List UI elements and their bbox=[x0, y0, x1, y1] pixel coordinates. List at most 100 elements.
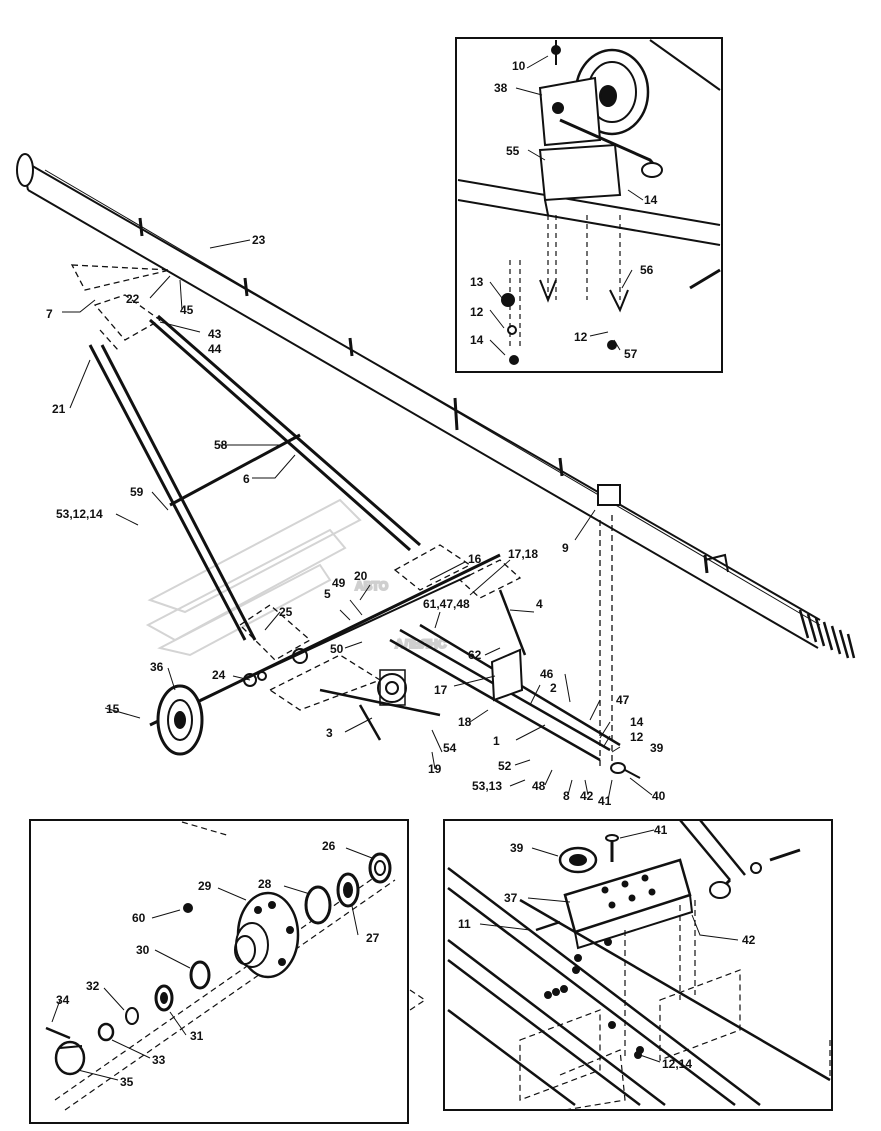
callout-hub: 34 bbox=[56, 993, 70, 1007]
callout-main: 24 bbox=[212, 668, 226, 682]
callout-main: 44 bbox=[208, 342, 222, 356]
auger-assembly bbox=[16, 153, 856, 779]
callout-main: 15 bbox=[106, 702, 120, 716]
callout-main: 54 bbox=[443, 741, 457, 755]
leader-lines-winch bbox=[489, 55, 644, 356]
mount-bracket bbox=[490, 648, 524, 702]
wheel bbox=[156, 684, 204, 756]
callouts-hub: 26 29 28 60 27 30 32 34 31 33 35 bbox=[56, 839, 380, 1089]
callouts-main: 23 22 45 7 43 44 21 58 6 59 53,12,14 9 1… bbox=[46, 233, 666, 808]
washer-32 bbox=[125, 1007, 139, 1025]
callout-main: 19 bbox=[428, 762, 442, 776]
callout-main: 62 bbox=[468, 648, 482, 662]
callouts-winch: 10 38 55 14 13 56 12 14 12 57 bbox=[470, 59, 658, 361]
hardware-12-14 bbox=[544, 938, 644, 1059]
callouts-pulley: 41 39 37 11 42 12,14 bbox=[458, 823, 756, 1071]
bracket-holes bbox=[601, 874, 656, 909]
callout-main: 50 bbox=[330, 642, 344, 656]
phantom-lines-top bbox=[70, 264, 171, 351]
bolt-41 bbox=[605, 834, 619, 862]
callout-main: 17,18 bbox=[508, 547, 538, 561]
nut-33 bbox=[97, 1022, 115, 1042]
callout-winch: 13 bbox=[470, 275, 484, 289]
callout-hub: 35 bbox=[120, 1075, 134, 1089]
callout-hub: 28 bbox=[258, 877, 272, 891]
callout-main: 61,47,48 bbox=[423, 597, 470, 611]
nut bbox=[509, 355, 519, 365]
callout-main: 21 bbox=[52, 402, 66, 416]
nut bbox=[607, 340, 617, 350]
callout-winch: 10 bbox=[512, 59, 526, 73]
pulley-39 bbox=[558, 846, 598, 874]
callout-hub: 30 bbox=[136, 943, 150, 957]
leader-lines-hub bbox=[51, 847, 373, 1081]
tie-rod bbox=[689, 268, 721, 290]
callout-pulley: 37 bbox=[504, 891, 518, 905]
callout-main: 18 bbox=[458, 715, 472, 729]
hub-inset: 26 29 28 60 27 30 32 34 31 33 35 bbox=[29, 819, 409, 1124]
callout-main: 49 bbox=[332, 576, 346, 590]
callout-main: 16 bbox=[468, 552, 482, 566]
winch-bracket bbox=[538, 76, 602, 147]
callout-main: 47 bbox=[616, 693, 630, 707]
side-bolts bbox=[709, 848, 801, 899]
auger-tube bbox=[16, 153, 856, 659]
frame-rail bbox=[649, 39, 721, 91]
callout-main: 1 bbox=[493, 734, 500, 748]
callout-pulley: 42 bbox=[742, 933, 756, 947]
callout-hub: 32 bbox=[86, 979, 100, 993]
callout-hub: 31 bbox=[190, 1029, 204, 1043]
watermark: АВТО АЛЬЯНС bbox=[145, 498, 448, 657]
washer bbox=[507, 325, 517, 335]
callout-pulley: 12,14 bbox=[662, 1057, 692, 1071]
axle bbox=[149, 553, 501, 727]
callout-hub: 26 bbox=[322, 839, 336, 853]
callout-main: 45 bbox=[180, 303, 194, 317]
frame-rail bbox=[457, 199, 721, 246]
lower-frame bbox=[319, 589, 621, 762]
callout-main: 5 bbox=[324, 587, 331, 601]
flighting bbox=[798, 609, 856, 659]
bolt bbox=[552, 102, 564, 114]
pulley-39-small bbox=[610, 762, 641, 779]
callout-main: 58 bbox=[214, 438, 228, 452]
pulley-inset-frame bbox=[443, 819, 833, 1111]
cross-brace bbox=[169, 433, 301, 507]
plate-side bbox=[544, 199, 549, 216]
winch-inset: 10 38 55 14 13 56 12 14 12 57 bbox=[455, 37, 723, 373]
leader-lines-main bbox=[62, 239, 653, 801]
phantom-lines-pulley bbox=[519, 900, 741, 1111]
hub-inset-frame bbox=[29, 819, 409, 1124]
phantom-fragments bbox=[409, 989, 831, 1080]
callout-main: 53,12,14 bbox=[56, 507, 103, 521]
cotter-pin-34 bbox=[45, 1026, 71, 1040]
callout-main: 41 bbox=[598, 794, 612, 808]
callout-main: 22 bbox=[126, 292, 140, 306]
callout-main: 3 bbox=[326, 726, 333, 740]
handle-grip bbox=[641, 162, 663, 178]
callout-winch: 14 bbox=[644, 193, 658, 207]
callout-hub: 29 bbox=[198, 879, 212, 893]
callout-main: 59 bbox=[130, 485, 144, 499]
frame-rail bbox=[457, 179, 721, 226]
callout-main: 14 bbox=[630, 715, 644, 729]
callout-main: 7 bbox=[46, 307, 53, 321]
callout-hub: 27 bbox=[366, 931, 380, 945]
callout-main: 4 bbox=[536, 597, 543, 611]
callout-winch: 57 bbox=[624, 347, 638, 361]
callout-main: 8 bbox=[563, 789, 570, 803]
bolt-11 bbox=[535, 920, 561, 932]
callout-main: 46 bbox=[540, 667, 554, 681]
callout-main: 17 bbox=[434, 683, 448, 697]
bracket-side bbox=[574, 894, 694, 950]
watermark-logo bbox=[145, 498, 362, 657]
bearing-cone-27 bbox=[336, 872, 360, 908]
callout-main: 42 bbox=[580, 789, 594, 803]
leader-lines-pulley bbox=[479, 829, 739, 1063]
callout-main: 53,13 bbox=[472, 779, 502, 793]
washer bbox=[501, 293, 515, 307]
callout-hub: 60 bbox=[132, 911, 146, 925]
callout-main: 2 bbox=[550, 681, 557, 695]
u-bolt bbox=[539, 279, 557, 303]
